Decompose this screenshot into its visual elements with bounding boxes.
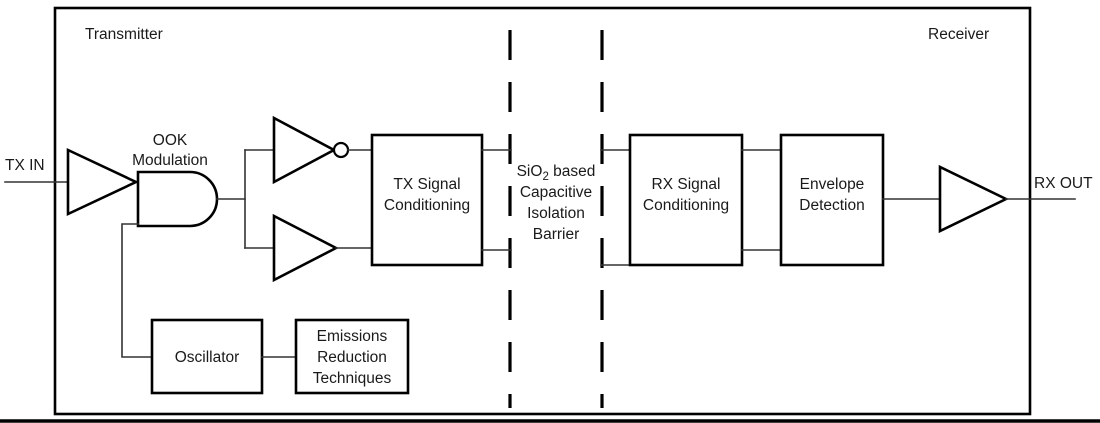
emissions-reduction-label-line1: Emissions — [317, 328, 388, 345]
receiver-section-label: Receiver — [928, 26, 989, 43]
transmitter-section-label: Transmitter — [85, 26, 163, 43]
barrier-label-line3: Isolation — [527, 205, 585, 222]
barrier-sio-prefix: SiO — [517, 163, 543, 180]
barrier-based-suffix: based — [549, 163, 596, 180]
barrier-sio-subscript: 2 — [542, 171, 548, 183]
rx-signal-conditioning-label-line1: RX Signal — [652, 176, 721, 193]
ook-modulation-label-line1: OOK — [153, 132, 188, 149]
emissions-reduction-block — [294, 318, 410, 395]
barrier-label-line4: Barrier — [533, 226, 580, 243]
emissions-reduction-label-line3: Techniques — [313, 370, 392, 387]
oscillator-label: Oscillator — [175, 349, 240, 366]
emissions-reduction-label-line2: Reduction — [317, 349, 387, 366]
buffer-gate-icon — [272, 213, 339, 283]
tx-in-port-label: TX IN — [5, 157, 45, 174]
ook-modulation-label-line2: Modulation — [132, 152, 208, 169]
tx-signal-conditioning-block — [370, 133, 484, 267]
input-buffer-amplifier-icon — [66, 147, 140, 217]
barrier-label-line1: SiO2 based — [517, 163, 596, 183]
rx-signal-conditioning-block — [628, 133, 744, 267]
rx-out-port-label: RX OUT — [1034, 175, 1093, 192]
oscillator-block — [150, 318, 264, 395]
envelope-detection-label-line2: Detection — [799, 197, 864, 214]
envelope-detection-block — [779, 133, 885, 267]
barrier-label-line2: Capacitive — [520, 184, 592, 201]
envelope-detection-label-line1: Envelope — [800, 176, 865, 193]
rx-signal-conditioning-label-line2: Conditioning — [643, 197, 729, 214]
oscillator-to-and-gate-wire — [121, 223, 153, 358]
tx-signal-conditioning-label-line1: TX Signal — [393, 176, 460, 193]
inverter-bubble-icon — [332, 141, 350, 159]
inverter-gate-icon — [272, 115, 337, 185]
tx-signal-conditioning-label-line2: Conditioning — [384, 197, 470, 214]
output-buffer-amplifier-icon — [938, 164, 1009, 234]
and-gate-icon — [136, 170, 219, 228]
